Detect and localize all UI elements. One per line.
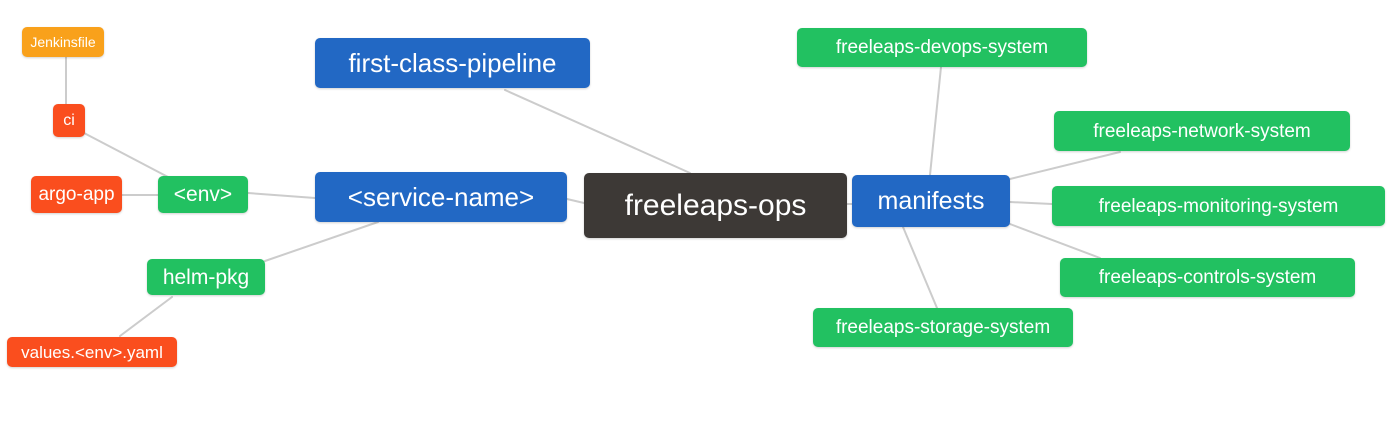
node-argo-app[interactable]: argo-app [31, 176, 122, 213]
edge-values-env-yaml-to-helm-pkg [119, 296, 173, 337]
edge-helm-pkg-to-service-name [264, 221, 379, 262]
node-values-env-yaml[interactable]: values.<env>.yaml [7, 337, 177, 367]
node-label: freeleaps-devops-system [835, 37, 1049, 58]
edge-first-class-pipeline-to-freeleaps-ops [504, 89, 691, 174]
node-label: manifests [877, 186, 985, 215]
node-freeleaps-network-system[interactable]: freeleaps-network-system [1054, 111, 1350, 151]
node-label: helm-pkg [162, 265, 250, 289]
node-jenkinsfile[interactable]: Jenkinsfile [22, 27, 104, 57]
node-label: <service-name> [347, 182, 535, 212]
node-freeleaps-monitoring-system[interactable]: freeleaps-monitoring-system [1052, 186, 1385, 226]
node-manifests[interactable]: manifests [852, 175, 1010, 227]
edge-manifests-to-freeleaps-devops-system [929, 66, 942, 176]
node-helm-pkg[interactable]: helm-pkg [147, 259, 265, 295]
edge-manifests-to-freeleaps-storage-system [902, 226, 938, 309]
node-env[interactable]: <env> [158, 176, 248, 213]
node-label: freeleaps-ops [624, 188, 807, 222]
node-label: <env> [173, 183, 233, 206]
node-label: argo-app [38, 184, 115, 205]
node-freeleaps-ops[interactable]: freeleaps-ops [584, 173, 847, 238]
node-service-name[interactable]: <service-name> [315, 172, 567, 222]
node-label: ci [63, 111, 75, 129]
edge-ci-to-env [83, 132, 169, 178]
node-freeleaps-controls-system[interactable]: freeleaps-controls-system [1060, 258, 1355, 297]
node-label: first-class-pipeline [348, 48, 557, 78]
node-label: values.<env>.yaml [21, 342, 163, 362]
edge-manifests-to-freeleaps-network-system [1009, 151, 1121, 180]
node-freeleaps-devops-system[interactable]: freeleaps-devops-system [797, 28, 1087, 67]
node-label: freeleaps-network-system [1093, 120, 1311, 142]
edge-service-name-to-freeleaps-ops [566, 198, 585, 204]
node-ci[interactable]: ci [53, 104, 85, 137]
edge-manifests-to-freeleaps-monitoring-system [1009, 201, 1053, 205]
node-freeleaps-storage-system[interactable]: freeleaps-storage-system [813, 308, 1073, 347]
edge-env-to-service-name [247, 192, 316, 199]
node-label: freeleaps-controls-system [1098, 267, 1317, 288]
node-label: freeleaps-storage-system [835, 317, 1051, 338]
node-first-class-pipeline[interactable]: first-class-pipeline [315, 38, 590, 88]
edge-manifests-to-freeleaps-controls-system [1009, 223, 1101, 259]
node-label: Jenkinsfile [30, 34, 96, 50]
node-label: freeleaps-monitoring-system [1098, 195, 1339, 217]
